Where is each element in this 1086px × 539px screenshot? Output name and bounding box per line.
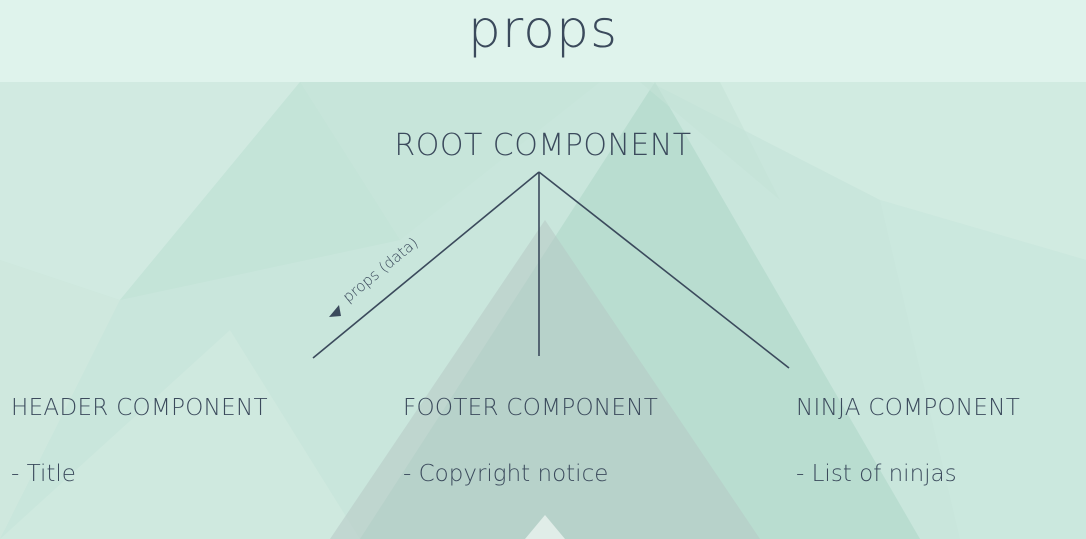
edge-root-to-header (312, 171, 540, 359)
header-component-item: - Title (11, 461, 76, 487)
header-component-label: HEADER COMPONENT (11, 395, 268, 421)
ninja-component-item: - List of ninjas (796, 461, 957, 487)
edge-label: props (data) (339, 234, 422, 306)
slide-title: props (467, 0, 619, 60)
footer-component-label: FOOTER COMPONENT (403, 395, 659, 421)
edge-root-to-ninja (538, 171, 790, 369)
ninja-component-label: NINJA COMPONENT (796, 395, 1021, 421)
root-component-label: ROOT COMPONENT (394, 128, 692, 163)
edge-arrow-icon (329, 305, 341, 317)
title-bar (0, 0, 1086, 82)
footer-component-item: - Copyright notice (403, 461, 609, 487)
